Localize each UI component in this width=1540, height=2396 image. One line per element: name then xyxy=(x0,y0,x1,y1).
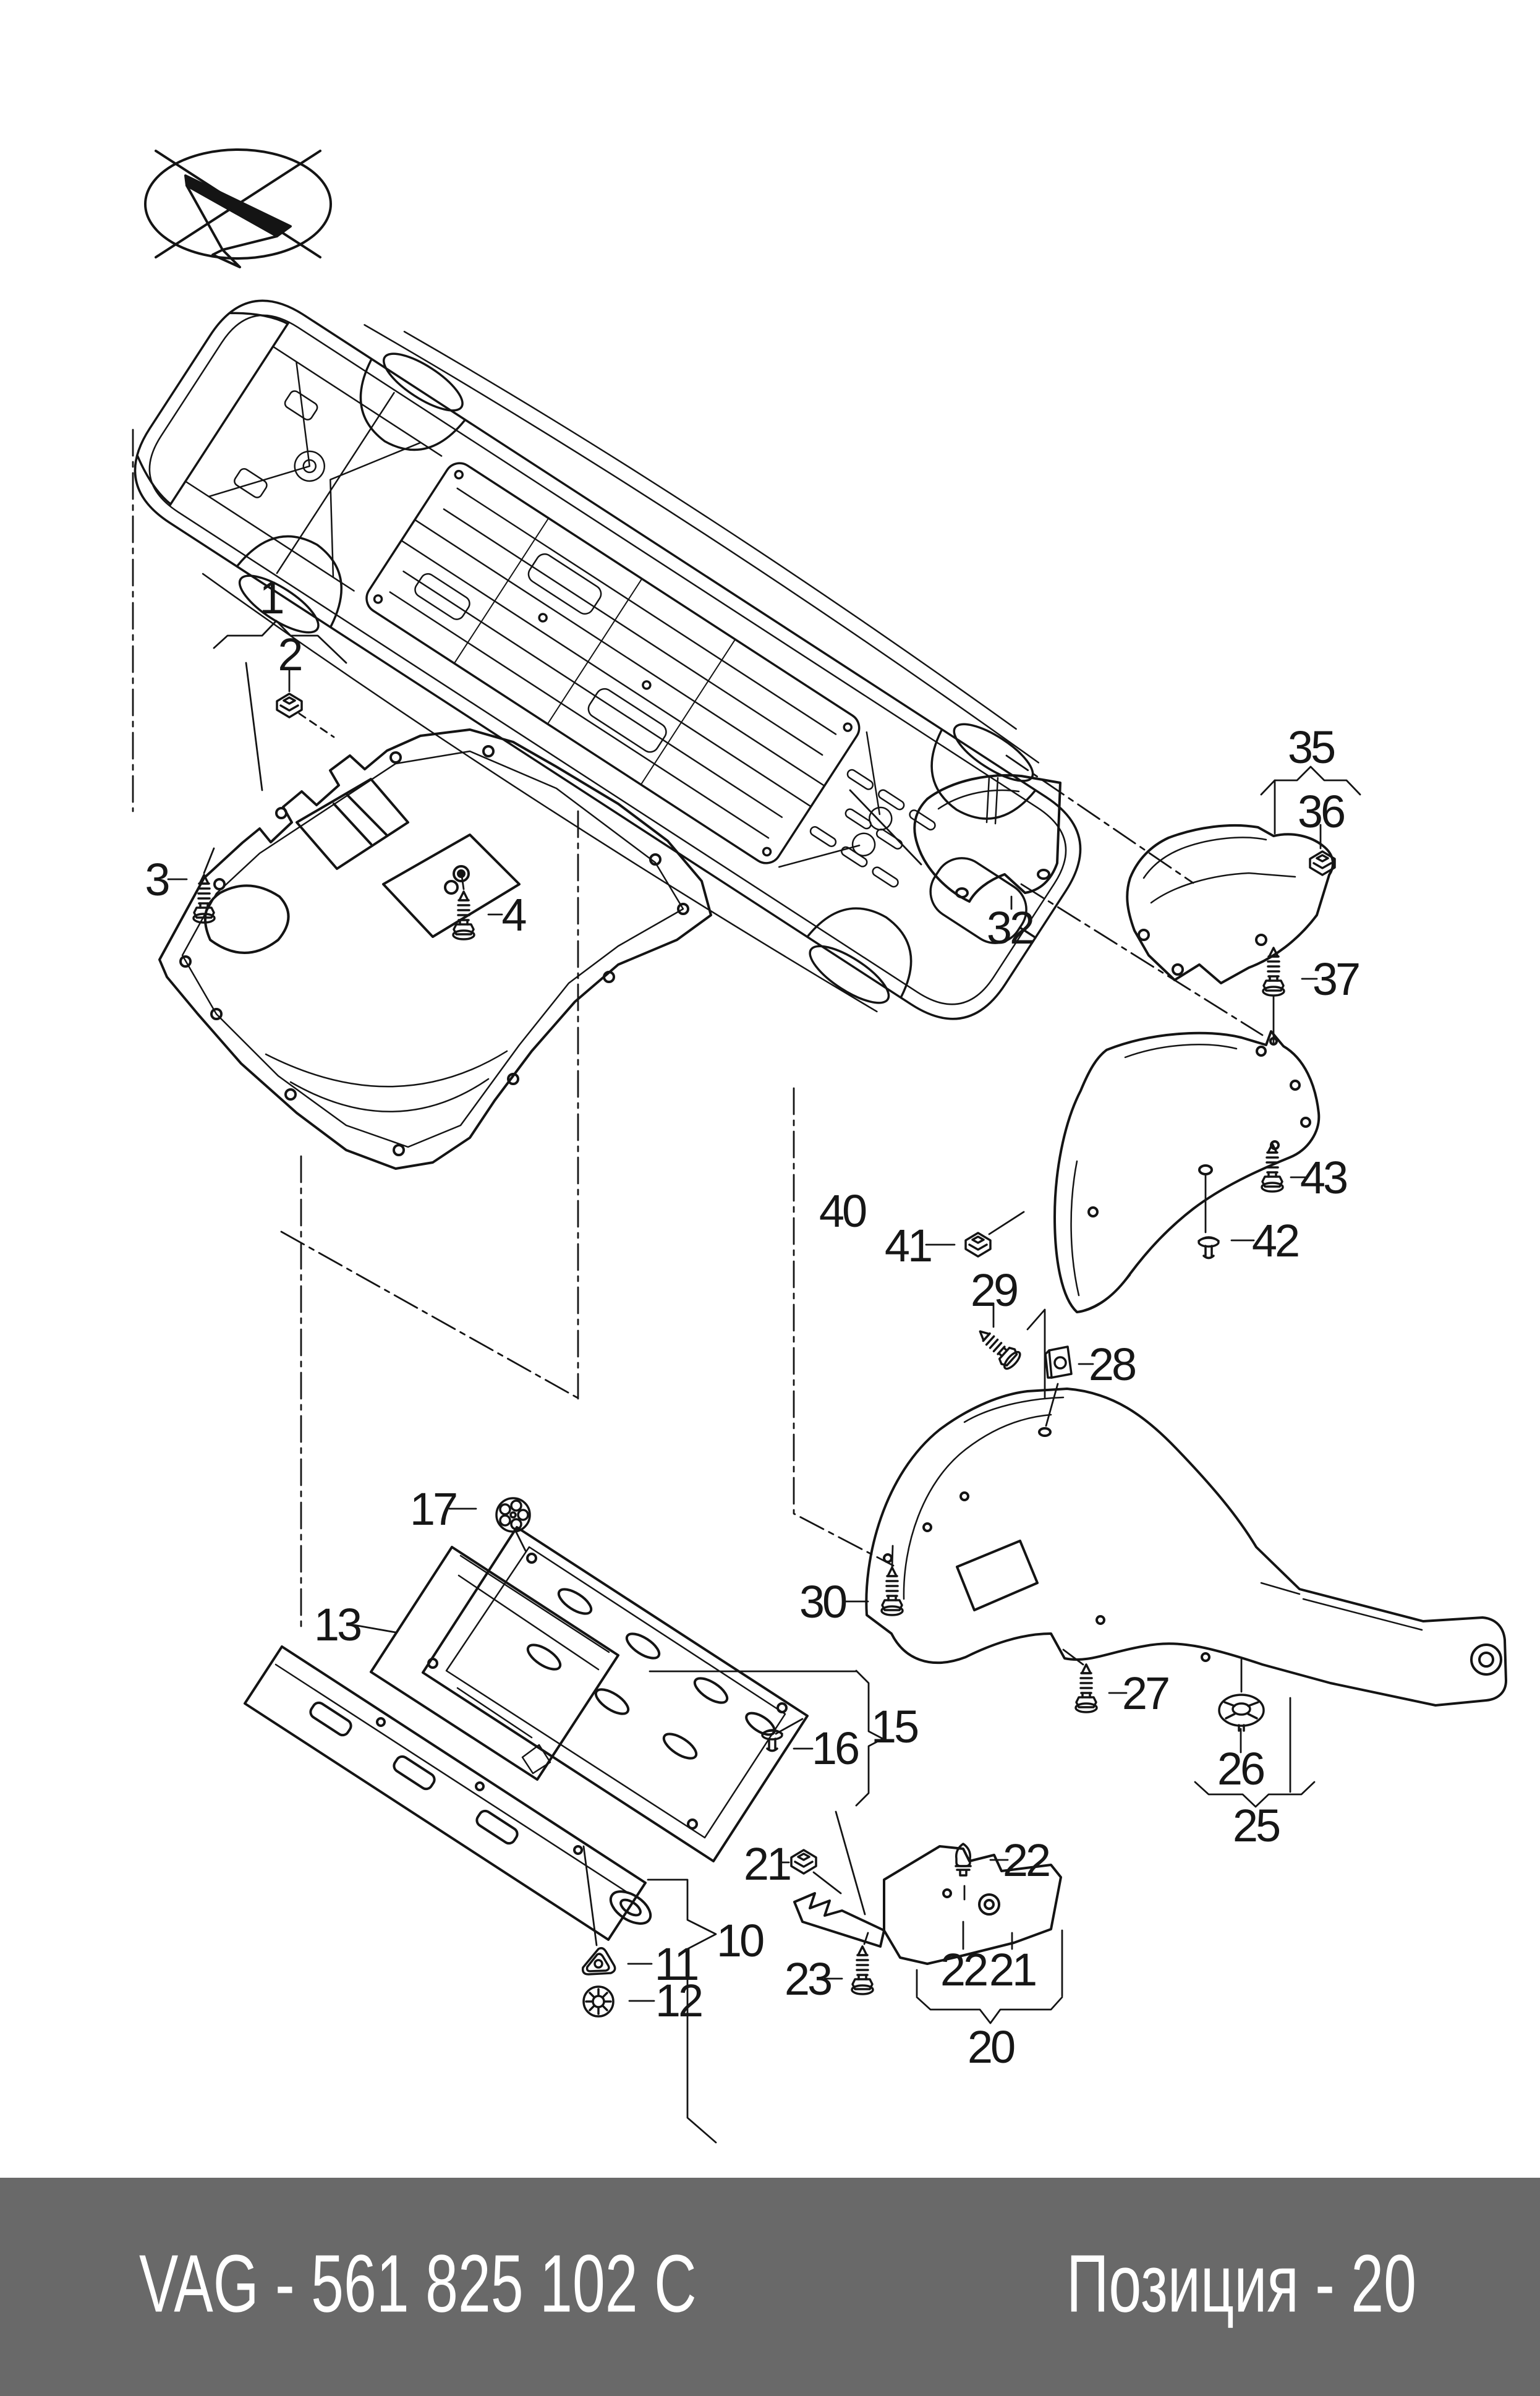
callout-26: 26 xyxy=(1217,1743,1264,1794)
star-washer-icon xyxy=(582,1985,615,2018)
callout-12: 12 xyxy=(655,1975,702,2026)
spring-nut-clip-icon xyxy=(276,693,303,718)
gearbox-shield-drawing xyxy=(1126,824,1334,984)
callout-21: 21 xyxy=(989,1944,1036,1995)
callout-28: 28 xyxy=(1089,1339,1135,1390)
callout-23: 23 xyxy=(785,1953,831,2005)
group-bracket-15 xyxy=(649,1669,884,1807)
footer-position-label: Позиция - 20 xyxy=(1066,2237,1416,2329)
heat-shield-drawing xyxy=(913,774,1061,903)
callout-22: 22 xyxy=(940,1944,987,1995)
tapping-screw-icon xyxy=(1074,1663,1098,1713)
callout-41: 41 xyxy=(885,1220,931,1271)
front-wheelhouse-liner-drawing xyxy=(1053,1030,1321,1313)
callout-16: 16 xyxy=(812,1723,858,1774)
callout-11: 11 xyxy=(655,1938,698,1990)
group-bracket-1 xyxy=(213,620,347,664)
callout-43: 43 xyxy=(1300,1152,1346,1203)
callout-35: 35 xyxy=(1288,722,1335,773)
callout-30: 30 xyxy=(799,1576,846,1627)
sill-trim-drawing xyxy=(244,1645,652,1941)
cross-grommet-icon xyxy=(1218,1694,1265,1732)
callout-22: 22 xyxy=(1003,1835,1049,1886)
speed-nut-plate-icon xyxy=(1044,1345,1073,1379)
group-bracket-25 xyxy=(1194,1781,1316,1808)
callout-27: 27 xyxy=(1122,1668,1168,1719)
car-underbody-drawing xyxy=(134,299,1082,1020)
callout-21: 21 xyxy=(744,1838,790,1890)
underfloor-panel-drawing xyxy=(422,1526,809,1862)
callout-20: 20 xyxy=(968,2021,1015,2073)
callout-3: 3 xyxy=(145,854,168,905)
callout-10: 10 xyxy=(717,1915,764,1966)
group-bracket-20 xyxy=(916,1996,1063,2024)
callout-1: 1 xyxy=(259,572,283,623)
tapping-screw-icon xyxy=(972,1322,1024,1373)
insulation-pad-drawing xyxy=(370,1546,619,1781)
push-rivet-icon xyxy=(1198,1236,1220,1260)
callout-25: 25 xyxy=(1233,1800,1280,1851)
callout-17: 17 xyxy=(410,1483,456,1535)
callout-40: 40 xyxy=(819,1185,866,1237)
callout-37: 37 xyxy=(1312,953,1359,1005)
no-reproduction-icon xyxy=(144,148,332,268)
callout-15: 15 xyxy=(871,1701,918,1752)
exploded-diagram: 1234101112131516172021212222232526272829… xyxy=(132,148,1507,2144)
rear-arch-liner-drawing xyxy=(865,1388,1507,1707)
footer-bar: VAG - 561 825 102 C Позиция - 20 xyxy=(0,2178,1540,2396)
tapping-screw-icon xyxy=(851,1945,874,1995)
tapping-screw-icon xyxy=(880,1566,904,1616)
support-bracket-drawing xyxy=(793,1845,1062,1965)
engine-undertray-drawing xyxy=(158,728,712,1170)
callout-2: 2 xyxy=(278,629,301,680)
group-bracket-10 xyxy=(647,1878,717,2144)
callout-42: 42 xyxy=(1252,1215,1298,1266)
callout-4: 4 xyxy=(501,889,525,940)
spring-nut-clip-icon xyxy=(964,1232,992,1258)
footer-part-number: VAG - 561 825 102 C xyxy=(139,2237,697,2329)
multi-lobe-clip-icon xyxy=(495,1497,531,1533)
triangular-clip-icon xyxy=(581,1946,616,1976)
tapping-screw-icon xyxy=(452,890,475,940)
leader-lines xyxy=(132,428,1361,2144)
spring-nut-clip-icon xyxy=(790,1849,817,1875)
callout-29: 29 xyxy=(971,1264,1017,1316)
callout-32: 32 xyxy=(987,902,1033,953)
callout-36: 36 xyxy=(1298,786,1344,837)
callout-13: 13 xyxy=(314,1599,360,1650)
